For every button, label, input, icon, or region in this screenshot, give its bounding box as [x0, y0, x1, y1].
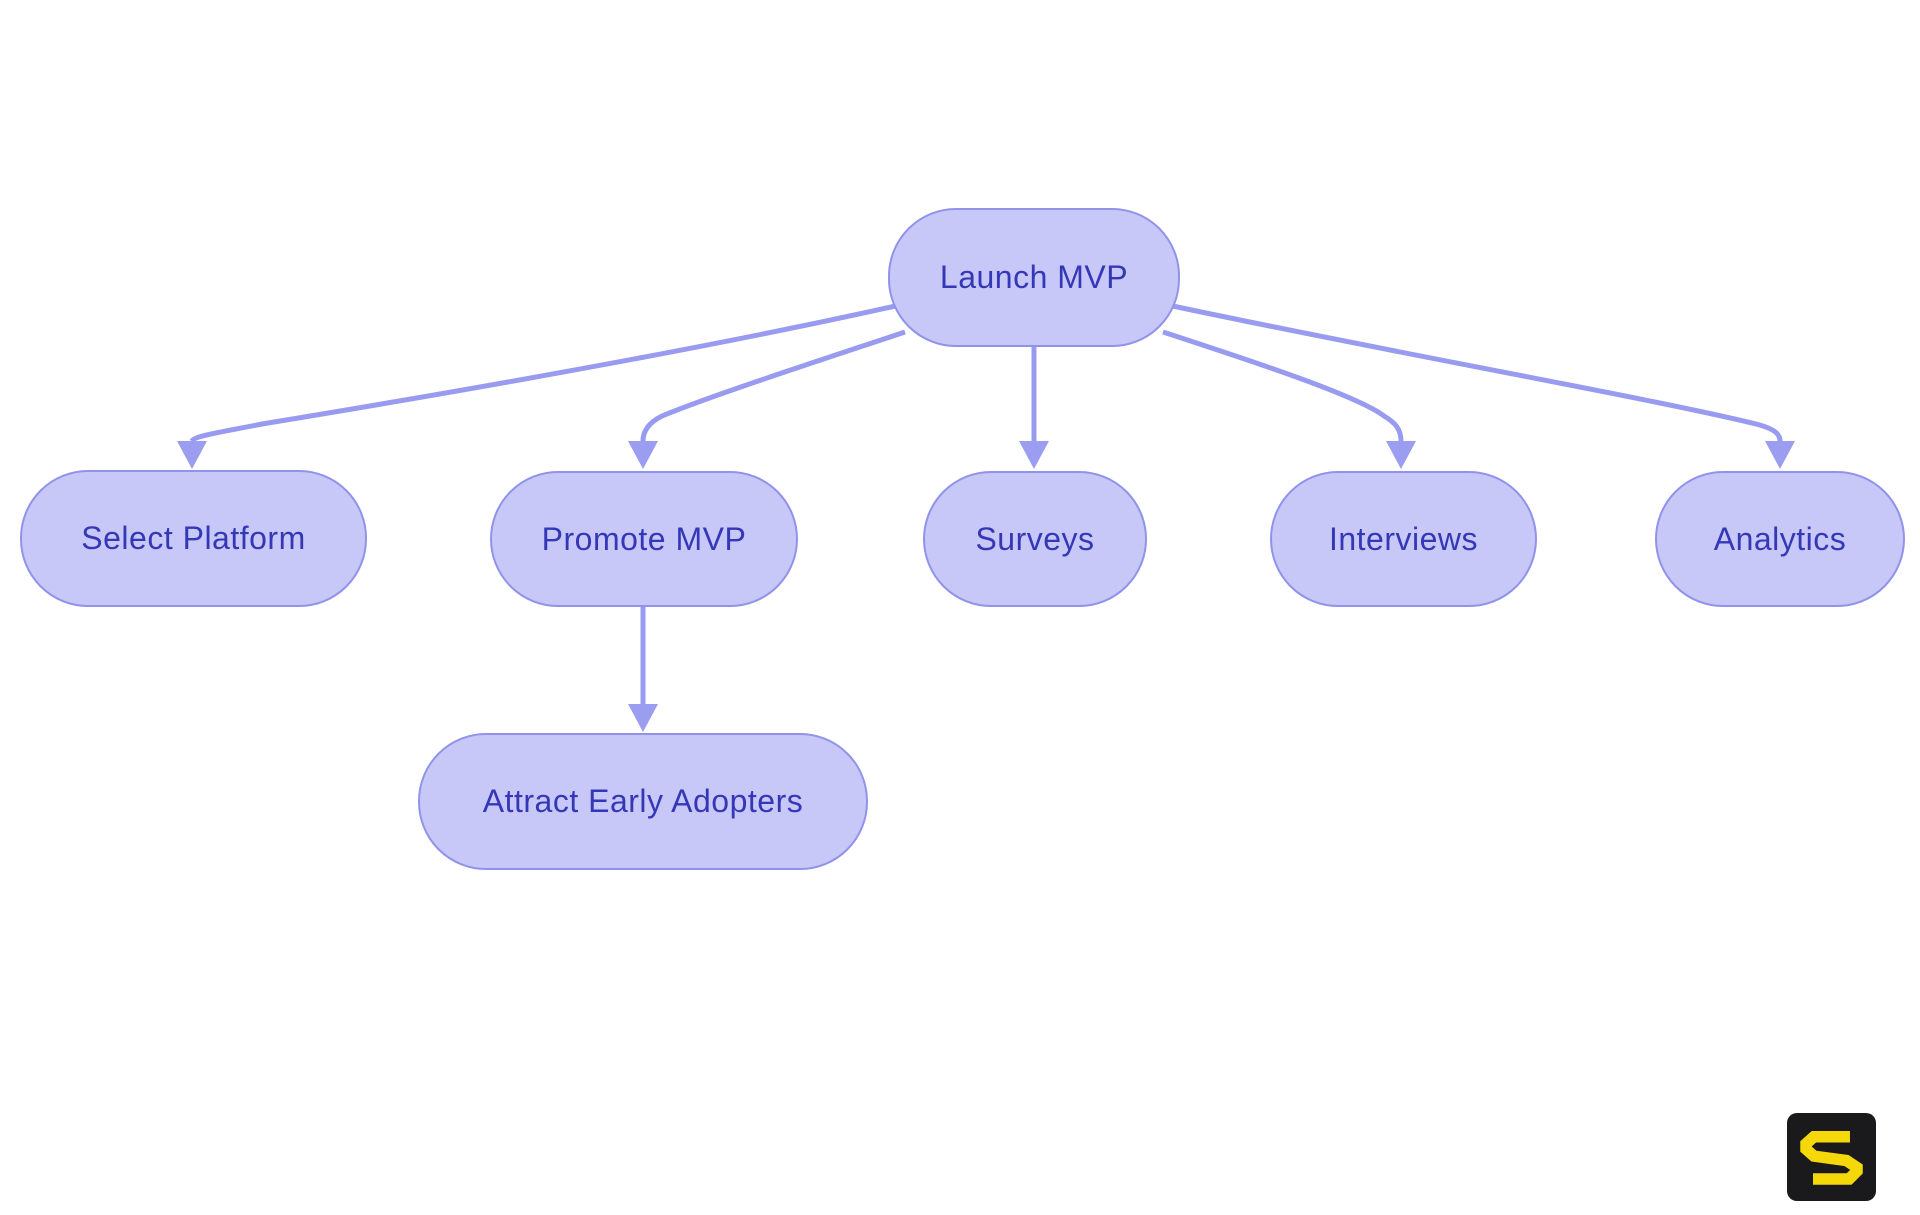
arrowhead-interviews — [1386, 441, 1416, 469]
node-label: Launch MVP — [939, 259, 1129, 295]
arrowhead-promote-mvp — [628, 441, 658, 469]
node-promote-mvp: Promote MVP — [490, 471, 798, 607]
edge-launch-to-analytics — [1167, 302, 1783, 442]
node-label: Analytics — [1713, 520, 1847, 557]
edge-launch-to-interviews — [1162, 329, 1404, 442]
edge-launch-to-select-platform — [189, 302, 901, 443]
node-label: Select Platform — [81, 520, 306, 556]
arrowhead-surveys — [1019, 441, 1049, 469]
node-label: Interviews — [1328, 520, 1479, 557]
brand-logo — [1787, 1113, 1876, 1201]
arrowhead-select-platform — [177, 441, 207, 469]
arrowhead-attract-early-adopters — [628, 704, 658, 732]
node-analytics: Analytics — [1655, 471, 1905, 607]
node-label: Promote MVP — [541, 520, 747, 557]
node-surveys: Surveys — [923, 471, 1147, 607]
edge-launch-to-promote-mvp — [640, 329, 906, 442]
arrowhead-analytics — [1765, 441, 1795, 469]
node-launch-mvp: Launch MVP — [888, 208, 1180, 347]
s-logo-icon — [1800, 1131, 1863, 1185]
node-interviews: Interviews — [1270, 471, 1537, 607]
node-select-platform: Select Platform — [20, 470, 367, 607]
node-label: Surveys — [975, 520, 1095, 557]
node-attract-early-adopters: Attract Early Adopters — [418, 733, 868, 870]
node-label: Attract Early Adopters — [482, 783, 804, 819]
